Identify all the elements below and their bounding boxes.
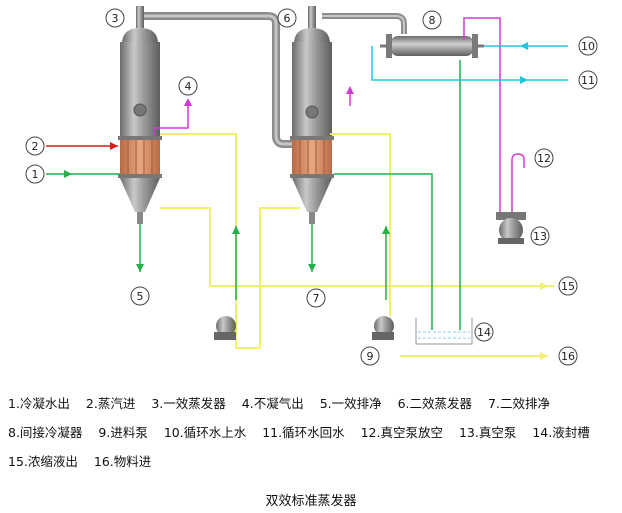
non-condensable-gas-line: [153, 104, 189, 136]
marker-circle-9: [360, 346, 380, 366]
legend-item: 16.物料进: [93, 454, 152, 469]
marker-circle-3: [105, 8, 125, 28]
marker-label-7: 7: [313, 292, 320, 305]
diagram-caption: 双效标准蒸发器: [265, 494, 357, 509]
marker-circle-7: [306, 288, 326, 308]
first-effect-heating-chamber: [120, 140, 160, 174]
cooling-water-return-line: [371, 46, 568, 81]
marker-label-14: 14: [477, 326, 491, 339]
marker-circle-6: [277, 8, 297, 28]
legend-item: 8.间接冷凝器: [8, 425, 83, 440]
vacuum-pump-icon: [496, 212, 526, 244]
legend-item: 6.二效蒸发器: [397, 396, 473, 411]
marker-label-13: 13: [533, 230, 547, 243]
marker-label-11: 11: [581, 74, 595, 87]
legend-item: 5.一效排净: [319, 396, 382, 411]
indirect-condenser: [380, 34, 484, 58]
marker-label-16: 16: [561, 350, 575, 363]
marker-circle-1: [25, 164, 45, 184]
legend-item: 13.真空泵: [458, 425, 517, 440]
first-effect-evaporator: [118, 6, 162, 224]
arrow-right-icon: [520, 76, 528, 84]
legend-item: 11.循环水回水: [262, 425, 345, 440]
marker-circle-16: [558, 346, 578, 366]
marker-label-8: 8: [429, 14, 436, 27]
arrow-up-icon: [346, 86, 354, 94]
vacuum-pump-vent-line: [511, 153, 525, 214]
vapor-pipe-2-to-condenser: [322, 13, 407, 34]
arrow-right-icon: [540, 352, 548, 360]
arrow-right-icon: [64, 170, 72, 178]
legend-item: 14.液封槽: [532, 425, 590, 440]
sight-glass-icon: [305, 105, 319, 119]
marker-label-15: 15: [561, 280, 575, 293]
arrow-up-icon: [184, 98, 192, 106]
marker-circle-5: [130, 286, 150, 306]
second-effect-heating-chamber: [292, 140, 332, 174]
legend-item: 4.不凝气出: [241, 396, 304, 411]
marker-circle-2: [25, 136, 45, 156]
arrow-right-icon: [110, 142, 118, 150]
legend-row: 8.间接冷凝器 9.进料泵 10.循环水上水 11.循环水回水 12.真空泵放空…: [8, 422, 620, 451]
arrow-up-icon: [232, 226, 240, 234]
legend-item: 12.真空泵放空: [360, 425, 443, 440]
marker-circle-13: [530, 226, 550, 246]
feed-pump-icon: [372, 316, 394, 340]
marker-label-3: 3: [112, 12, 119, 25]
legend-item: 2.蒸汽进: [85, 396, 136, 411]
marker-circle-4: [178, 76, 198, 96]
second-effect-evaporator: [290, 6, 334, 224]
vacuum-line: [463, 17, 501, 214]
marker-label-6: 6: [284, 12, 291, 25]
marker-label-10: 10: [581, 40, 595, 53]
marker-circle-15: [558, 276, 578, 296]
arrow-up-icon: [382, 226, 390, 234]
marker-label-4: 4: [185, 80, 192, 93]
feed-pump-icon: [214, 316, 236, 340]
marker-label-12: 12: [537, 152, 551, 165]
legend-item: 9.进料泵: [98, 425, 148, 440]
marker-label-1: 1: [32, 168, 39, 181]
marker-label-2: 2: [32, 140, 39, 153]
legend-item: 7.二效排净: [488, 396, 550, 411]
legend-item: 1.冷凝水出: [8, 396, 70, 411]
arrow-right-icon: [540, 282, 548, 290]
second-effect-condensate-line: [334, 173, 433, 330]
arrow-down-icon: [308, 264, 316, 272]
arrow-left-icon: [520, 42, 528, 50]
marker-label-5: 5: [137, 290, 144, 303]
marker-circle-10: [578, 36, 598, 56]
arrow-down-icon: [136, 264, 144, 272]
marker-label-9: 9: [367, 350, 374, 363]
legend-row: 15.浓缩液出 16.物料进: [8, 451, 620, 480]
legend: 1.冷凝水出 2.蒸汽进 3.一效蒸发器 4.不凝气出 5.一效排净 6.二效蒸…: [8, 393, 620, 480]
liquid-seal-tank: [415, 318, 473, 345]
vapor-pipe-1-to-2: [140, 12, 296, 148]
legend-item: 3.一效蒸发器: [151, 396, 226, 411]
marker-circle-11: [578, 70, 598, 90]
marker-circle-12: [534, 148, 554, 168]
marker-circle-8: [422, 10, 442, 30]
legend-item: 10.循环水上水: [163, 425, 247, 440]
vapor-pipe-1-to-2-highlight: [140, 14, 296, 146]
sight-glass-icon: [133, 103, 147, 117]
legend-item: 15.浓缩液出: [8, 454, 78, 469]
vapor-pipe-2-to-condenser-highlight: [322, 15, 405, 34]
marker-circle-14: [474, 322, 494, 342]
legend-row: 1.冷凝水出 2.蒸汽进 3.一效蒸发器 4.不凝气出 5.一效排净 6.二效蒸…: [8, 393, 620, 422]
